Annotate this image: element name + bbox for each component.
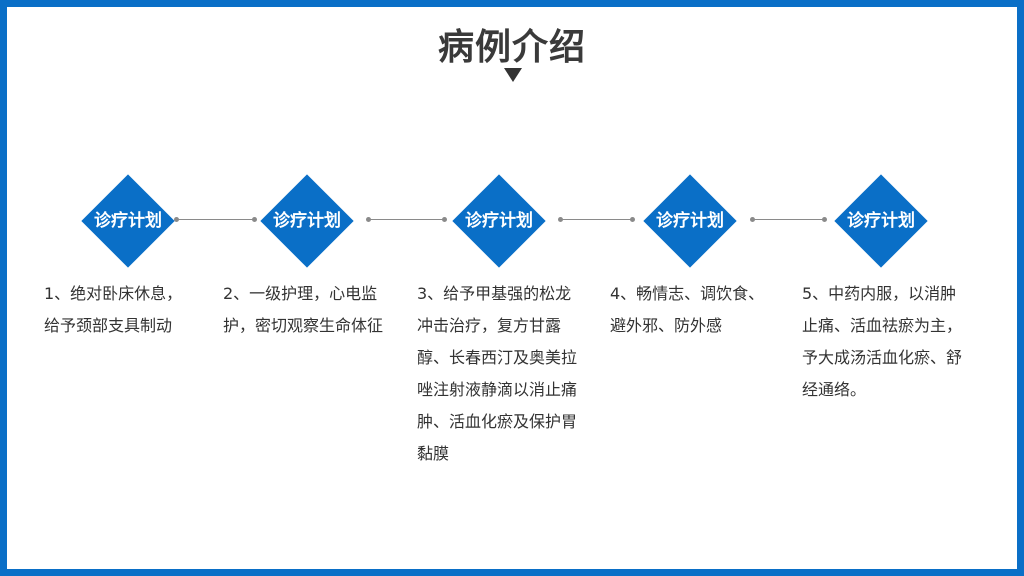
connector-line — [562, 219, 634, 220]
step-4-label: 诊疗计划 — [656, 211, 724, 231]
connector-dot — [822, 217, 827, 222]
connector-dot — [366, 217, 371, 222]
step-4-text: 4、畅情志、调饮食、避外邪、防外感 — [610, 284, 765, 335]
page-title: 病例介绍 — [437, 27, 586, 68]
connector-dot — [750, 217, 755, 222]
connector-dot — [442, 217, 447, 222]
connector-line — [754, 219, 826, 220]
connector-dot — [252, 217, 257, 222]
step-3-text: 3、给予甲基强的松龙冲击治疗，复方甘露醇、长春西汀及奥美拉唑注射液静滴以消止痛肿… — [417, 284, 578, 463]
step-5-text: 5、中药内服，以消肿止痛、活血祛瘀为主，予大成汤活血化瘀、舒经通络。 — [802, 284, 963, 399]
step-1-text: 1、绝对卧床休息，给予颈部支具制动 — [44, 284, 183, 335]
connector-line — [370, 219, 446, 220]
connector-dot — [558, 217, 563, 222]
step-2-label: 诊疗计划 — [273, 211, 341, 231]
connector-dot — [630, 217, 635, 222]
step-5-label: 诊疗计划 — [847, 211, 915, 231]
down-triangle-icon — [504, 68, 522, 82]
step-2-text: 2、一级护理，心电监护，密切观察生命体征 — [223, 284, 384, 335]
connector-line — [178, 219, 254, 220]
step-1-label: 诊疗计划 — [94, 211, 162, 231]
step-3-label: 诊疗计划 — [465, 211, 533, 231]
connector-dot — [174, 217, 179, 222]
